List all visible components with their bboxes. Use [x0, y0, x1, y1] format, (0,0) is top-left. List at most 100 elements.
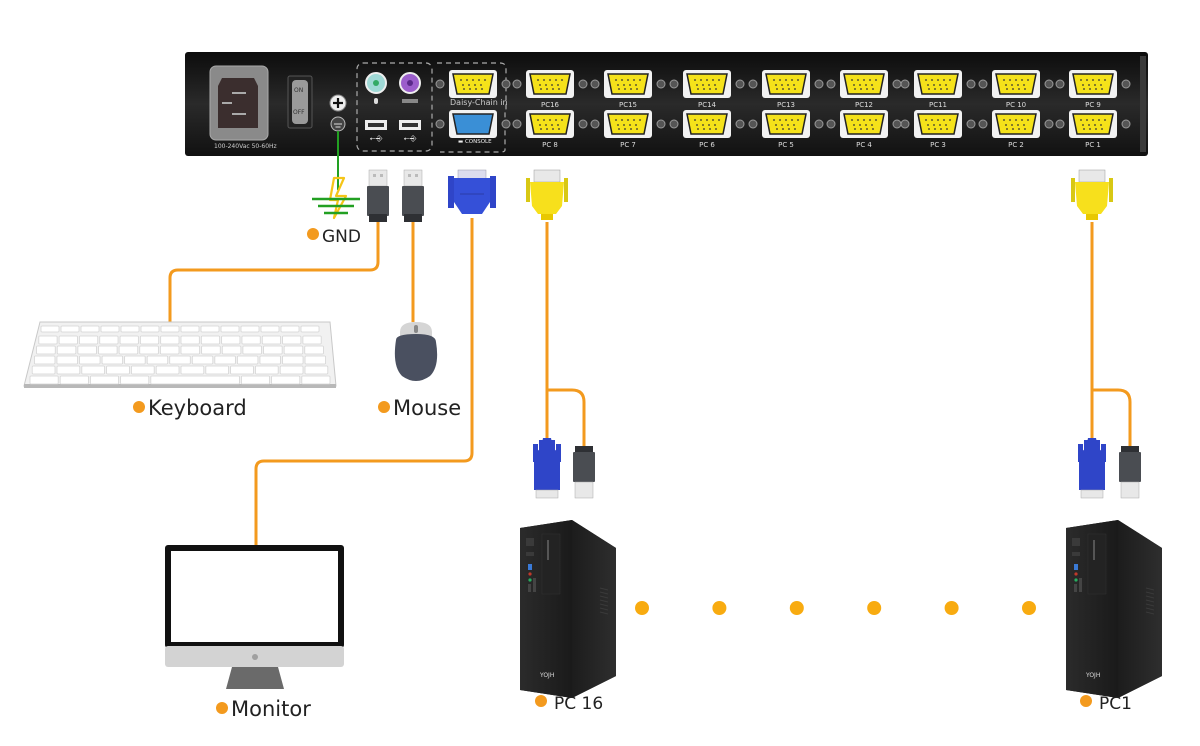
- pc-port-label: PC 6: [699, 141, 715, 149]
- ps2-usb-port-group: ⭠⎆ ⭠⎆: [356, 62, 433, 152]
- keyboard-cable: [168, 218, 380, 322]
- ground-symbol-icon: [312, 176, 360, 220]
- bullet-dot-icon: [1080, 695, 1092, 707]
- ellipsis-dot: [1022, 601, 1036, 615]
- pc-port-label: PC 1: [1085, 141, 1101, 149]
- keyboard-key: [241, 335, 261, 345]
- pc-port-label: PC12: [854, 101, 874, 109]
- keyboard-key: [304, 365, 329, 375]
- gnd-label: GND: [307, 227, 361, 247]
- keyboard-key: [90, 375, 120, 385]
- keyboard-key: [79, 355, 101, 365]
- pc1-tower-icon: [1065, 519, 1163, 699]
- pc-port-label: PC 3: [930, 141, 946, 149]
- keyboard-key: [304, 355, 326, 365]
- monitor-vga-plug: [448, 169, 496, 214]
- keyboard-key: [60, 325, 80, 333]
- keyboard-key: [283, 345, 304, 355]
- keyboard-key: [79, 335, 99, 345]
- keyboard-key: [301, 375, 331, 385]
- pc1-label-text: PC1: [1099, 694, 1132, 714]
- ellipsis-dot: [867, 601, 882, 615]
- pc16-label: PC 16: [535, 694, 603, 714]
- monitor-label: Monitor: [216, 697, 311, 721]
- pc-port-label: PC 8: [542, 141, 558, 149]
- power-rating-label: 100-240Vac 50-60Hz: [214, 143, 277, 150]
- keyboard-key: [254, 365, 279, 375]
- console-port: [435, 110, 511, 138]
- keyboard-key: [58, 335, 78, 345]
- bullet-dot-icon: [378, 401, 390, 413]
- keyboard-key: [205, 365, 230, 375]
- keyboard-key: [259, 355, 281, 365]
- keyboard-key: [139, 345, 159, 355]
- svg-text:⭠⎆: ⭠⎆: [404, 134, 417, 143]
- keyboard-key: [304, 345, 324, 355]
- keyboard-key: [36, 345, 56, 355]
- pc-port-label: PC16: [540, 101, 560, 109]
- keyboard-key: [101, 355, 124, 365]
- pc-port-label: PC 2: [1008, 141, 1024, 149]
- pc16-yellow-vga-plug: [525, 169, 569, 221]
- keyboard-key: [242, 345, 262, 355]
- keyboard-key: [159, 345, 180, 355]
- console-label: ▬ CONSOLE: [458, 139, 492, 145]
- svg-text:⭠⎆: ⭠⎆: [370, 134, 383, 143]
- keyboard-key: [279, 365, 304, 375]
- pc1-brand-label: YOJH: [1085, 672, 1100, 679]
- keyboard-key: [31, 365, 56, 375]
- ellipsis-dot: [635, 601, 649, 615]
- ellipsis-dot: [944, 601, 959, 615]
- keyboard-key: [29, 375, 59, 385]
- keyboard-key: [120, 325, 140, 333]
- kvm-switch-rear-panel: [185, 52, 1148, 156]
- keyboard-key: [230, 365, 254, 375]
- mouse-label: Mouse: [378, 396, 461, 420]
- keyboard-key: [38, 335, 58, 345]
- keyboard-key: [300, 325, 320, 333]
- keyboard-key: [34, 355, 56, 365]
- keyboard-key: [180, 345, 201, 355]
- keyboard-key: [120, 375, 150, 385]
- daisy-console-outline: [437, 62, 507, 153]
- pc-port-label: PC13: [776, 101, 796, 109]
- keyboard-key: [220, 325, 240, 333]
- keyboard-label: Keyboard: [133, 396, 247, 420]
- ellipsis-dots: [635, 601, 1036, 615]
- keyboard-key: [214, 355, 236, 365]
- keyboard-key: [56, 355, 78, 365]
- pc1-usb-plug: [1118, 445, 1142, 499]
- usb-port-icon: ⭠⎆ ⭠⎆: [365, 120, 421, 143]
- pc16-usb-plug: [572, 445, 596, 499]
- pc-port-label: PC14: [697, 101, 717, 109]
- power-switch-icon: [287, 75, 313, 129]
- console-label-text: CONSOLE: [464, 139, 492, 145]
- pc-port-label: PC11: [928, 101, 948, 109]
- monitor-icon: [165, 545, 344, 689]
- ellipsis-dot: [712, 601, 727, 615]
- keyboard-key: [56, 345, 77, 355]
- bullet-dot-icon: [307, 228, 319, 240]
- keyboard-key: [180, 325, 200, 333]
- pc1-label: PC1: [1080, 694, 1132, 714]
- keyboard-key: [77, 345, 97, 355]
- keyboard-key: [221, 345, 242, 355]
- keyboard-key: [221, 335, 241, 345]
- pc-port-label: PC 9: [1085, 101, 1101, 109]
- keyboard-label-text: Keyboard: [148, 396, 247, 420]
- keyboard-key: [261, 335, 281, 345]
- pc16-blue-vga-plug: [532, 437, 562, 499]
- keyboard-key: [98, 345, 118, 355]
- keyboard-key: [271, 375, 301, 385]
- keyboard-key: [263, 345, 283, 355]
- pc-port-label: PC 7: [620, 141, 636, 149]
- keyboard-key: [106, 365, 130, 375]
- pc16-label-text: PC 16: [554, 694, 604, 714]
- ground-terminal-icon: [329, 94, 347, 132]
- keyboard-usb-plug: [366, 169, 390, 223]
- bullet-dot-icon: [535, 695, 547, 707]
- monitor-cable: [254, 218, 474, 548]
- mouse-icon: [394, 322, 438, 381]
- keyboard-key: [180, 365, 205, 375]
